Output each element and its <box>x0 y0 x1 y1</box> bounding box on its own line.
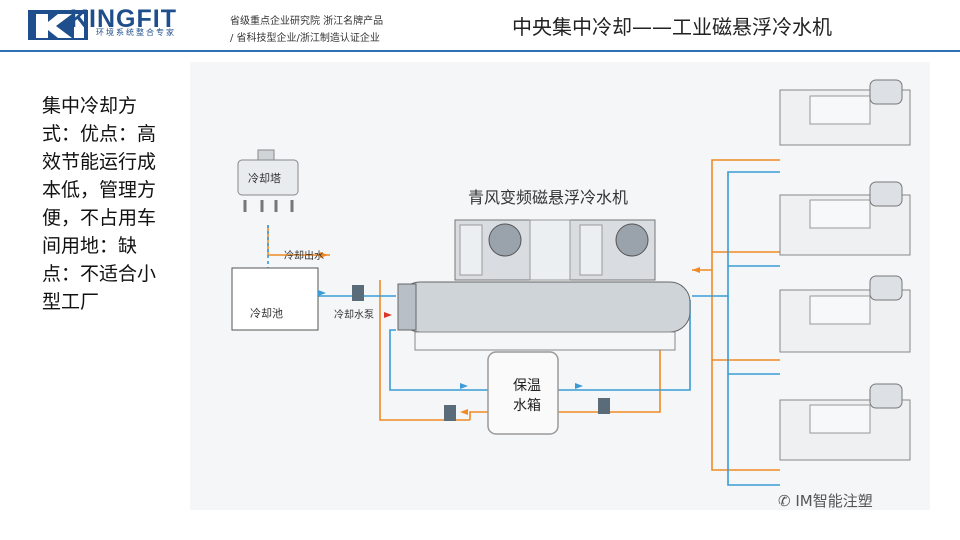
header-divider <box>0 50 960 52</box>
page-title: 中央集中冷却——工业磁悬浮冷水机 <box>512 15 832 39</box>
injection-machine-3 <box>779 275 911 353</box>
cooling-pool-label: 冷却池 <box>250 307 283 320</box>
tank-label-line-2: 水箱 <box>513 398 541 414</box>
tagline-line-2: / 省科技型企业/浙江制造认证企业 <box>230 33 380 44</box>
side-description: 集中冷却方式：优点：高效节能运行成本低，管理方便，不占用车间用地：缺点：不适合小… <box>42 95 157 313</box>
wechat-icon: ✆ <box>778 492 796 510</box>
tank-label: 保温 水箱 <box>502 376 552 416</box>
arrow-orange-outlet <box>320 252 328 258</box>
pump-icon-1 <box>444 405 456 421</box>
orange-pipes <box>267 159 780 471</box>
cooling-tower <box>237 149 299 212</box>
insulated-tank <box>487 351 559 435</box>
watermark-text: IM智能注塑 <box>795 492 873 510</box>
pump-icon-2 <box>598 398 610 414</box>
arrow-blue-pump <box>318 290 326 296</box>
injection-machine-2 <box>779 181 911 256</box>
watermark: ✆ IM智能注塑 <box>778 490 873 511</box>
kingfit-logo <box>28 10 88 40</box>
cooling-pool <box>231 267 319 331</box>
arrow-orange-chiller <box>692 267 700 273</box>
chiller-unit <box>397 219 691 351</box>
arrow-blue-right <box>575 383 583 389</box>
injection-machine-1 <box>779 79 911 146</box>
chiller-title: 青风变频磁悬浮冷水机 <box>468 188 629 207</box>
logo-text: KINGFIT <box>70 5 177 33</box>
tagline-line-1: 省级重点企业研究院 浙江名牌产品 <box>230 16 384 27</box>
logo-subtitle: 环境系统整合专家 <box>96 28 176 37</box>
cooling-pump-label: 冷却水泵 <box>334 310 374 321</box>
header: KINGFIT 环境系统整合专家 省级重点企业研究院 浙江名牌产品 / 省科技型… <box>0 0 960 50</box>
tagline: 省级重点企业研究院 浙江名牌产品 / 省科技型企业/浙江制造认证企业 <box>230 13 383 47</box>
injection-machine-4 <box>779 383 911 461</box>
cooling-outlet-label: 冷却出水 <box>284 251 324 262</box>
blue-pipes <box>267 171 780 486</box>
cooling-pump-icon <box>352 285 364 301</box>
tank-label-line-1: 保温 <box>513 378 541 394</box>
arrow-orange-tank <box>460 409 468 415</box>
cooling-tower-label: 冷却塔 <box>248 172 281 185</box>
arrow-blue-tank <box>460 383 468 389</box>
arrow-red <box>384 312 392 318</box>
